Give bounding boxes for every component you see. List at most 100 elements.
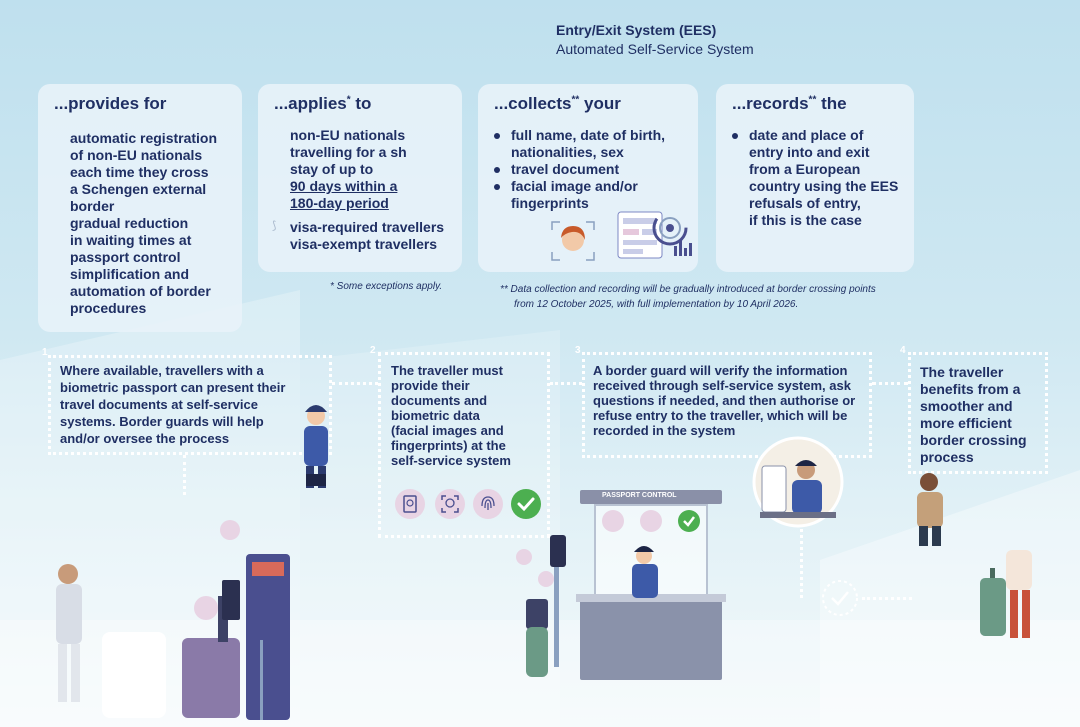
face-scan-icon bbox=[551, 221, 595, 261]
applies-title-tail: to bbox=[350, 94, 372, 113]
connector-step3-down bbox=[800, 458, 803, 598]
applies-line: stay of up to bbox=[290, 161, 374, 177]
step-1-line: systems. Border guards will help bbox=[60, 414, 264, 429]
step-1-number: 1 bbox=[42, 347, 48, 358]
step-4-line: The traveller bbox=[920, 364, 1004, 380]
fingerprint-icon bbox=[473, 489, 503, 519]
step-3-line: A border guard will verify the informati… bbox=[593, 363, 848, 378]
panel-provides-title: ...provides for bbox=[54, 94, 167, 113]
provides-line: each time they cross bbox=[70, 164, 209, 180]
booth-sign-text: PASSPORT CONTROL bbox=[602, 492, 677, 499]
page-title: Entry/Exit System (EES) bbox=[556, 22, 717, 38]
step-3-line: recorded in the system bbox=[593, 423, 736, 438]
step-2-line: The traveller must bbox=[391, 363, 503, 378]
collects-line: fingerprints bbox=[511, 195, 589, 211]
records-line: country using the EES bbox=[749, 178, 899, 194]
face-recognition-icon bbox=[435, 489, 465, 519]
footnote-line-1: ** Data collection and recording will be… bbox=[500, 284, 876, 295]
step-4-line: border crossing bbox=[920, 432, 1027, 448]
provides-line: in waiting times at bbox=[70, 232, 192, 248]
step-4-line: process bbox=[920, 449, 974, 465]
step-1-line: biometric passport can present their bbox=[60, 380, 286, 395]
applies-title-main: ...applies bbox=[274, 94, 347, 113]
collects-line: nationalities, sex bbox=[511, 144, 624, 160]
applies-title-sup: * bbox=[346, 94, 351, 106]
panel-provides bbox=[38, 84, 242, 332]
records-title-tail: the bbox=[816, 94, 847, 113]
collects-bullet: facial image and/or bbox=[494, 178, 638, 194]
booth-sign: PASSPORT CONTROL bbox=[580, 490, 722, 504]
booth-guard-figure bbox=[632, 546, 658, 598]
applies-bullet: visa-exempt travellers bbox=[290, 236, 438, 252]
fingerprint-radar-icon bbox=[652, 210, 688, 246]
page-subtitle: Automated Self-Service System bbox=[556, 41, 754, 57]
panel-collects-title: ...collects** your bbox=[494, 94, 621, 114]
step-4-number: 4 bbox=[900, 345, 906, 356]
document-data-icon bbox=[617, 211, 692, 259]
step-3-line: received through self-service system, as… bbox=[593, 378, 851, 393]
panel-records-title: ...records** the bbox=[732, 94, 847, 114]
records-line: entry into and exit bbox=[749, 144, 870, 160]
records-title-sup: ** bbox=[808, 94, 817, 106]
applies-underlined-line: 90 days within a bbox=[290, 178, 398, 194]
traveller-figure-left bbox=[56, 564, 82, 702]
checkmark-icon bbox=[511, 489, 541, 519]
step-2-line: self-service system bbox=[391, 453, 511, 468]
step-3-box bbox=[582, 352, 872, 458]
booth-screen-icons bbox=[602, 510, 700, 532]
collects-title-sup: ** bbox=[571, 94, 580, 106]
step-2-number: 2 bbox=[370, 345, 376, 356]
self-service-kiosk bbox=[516, 535, 566, 677]
step-1-box bbox=[48, 355, 332, 455]
traveller-with-suitcase bbox=[980, 550, 1032, 638]
applies-underlined-line: 180-day period bbox=[290, 195, 389, 211]
applies-footnote: * Some exceptions apply. bbox=[330, 281, 443, 292]
step-3-number: 3 bbox=[575, 345, 581, 356]
collects-bullet: full name, date of birth, bbox=[493, 127, 666, 143]
records-title-main: ...records bbox=[732, 94, 809, 113]
step-4-line: more efficient bbox=[920, 415, 1012, 431]
connector-step1-down bbox=[183, 455, 186, 495]
step-4-box bbox=[908, 352, 1048, 474]
step-2-line: biometric data bbox=[391, 408, 480, 423]
provides-line: border bbox=[70, 198, 115, 214]
passport-control-booth: PASSPORT CONTROL bbox=[576, 490, 726, 680]
passport-icon bbox=[395, 489, 425, 519]
swirl-icon: ⟆ bbox=[272, 220, 277, 232]
panel-applies bbox=[258, 84, 462, 272]
collects-bullet: travel document bbox=[493, 161, 620, 177]
collects-title-main: ...collects bbox=[494, 94, 572, 113]
step-2-line: fingerprints) at the bbox=[391, 438, 506, 453]
provides-line: of non-EU nationals bbox=[70, 147, 203, 163]
connector-2-3 bbox=[550, 382, 582, 385]
step-1-line: Where available, travellers with a bbox=[60, 363, 264, 378]
panel-applies-title: ...applies* to bbox=[274, 94, 371, 114]
step-4-line: benefits from a bbox=[920, 381, 1021, 397]
applies-line: travelling for a sh bbox=[290, 144, 407, 160]
step-2-line: documents and bbox=[391, 393, 488, 408]
guard-zoom-circle bbox=[752, 436, 844, 528]
step-1-line: travel documents at self-service bbox=[60, 397, 258, 412]
applies-bullet: visa-required travellers bbox=[290, 219, 445, 235]
records-bullet: date and place of bbox=[731, 127, 864, 143]
step-2-line: provide their bbox=[391, 378, 470, 393]
footnote-line-2: from 12 October 2025, with full implemen… bbox=[514, 299, 799, 310]
panel-records bbox=[716, 84, 914, 272]
traveller-figure-right bbox=[917, 473, 943, 546]
border-guard-figure bbox=[304, 405, 328, 488]
connector-3-4 bbox=[872, 382, 908, 385]
provides-line: passport control bbox=[70, 249, 181, 265]
provides-line: automatic registration bbox=[70, 130, 218, 146]
collects-title-tail: your bbox=[579, 94, 621, 113]
provides-line: gradual reduction bbox=[70, 215, 189, 231]
exit-checkmark-icon bbox=[822, 580, 858, 616]
step-2-box bbox=[378, 352, 550, 538]
booth-counter bbox=[580, 596, 722, 680]
applies-line: non-EU nationals bbox=[290, 127, 406, 143]
egate-kiosks bbox=[102, 520, 290, 720]
provides-line: a Schengen external bbox=[70, 181, 207, 197]
step-1-line: and/or oversee the process bbox=[60, 431, 230, 446]
provides-line: simplification and bbox=[70, 266, 190, 282]
step-3-line: questions if needed, and then authorise … bbox=[593, 393, 856, 408]
records-line: refusals of entry, bbox=[749, 195, 861, 211]
